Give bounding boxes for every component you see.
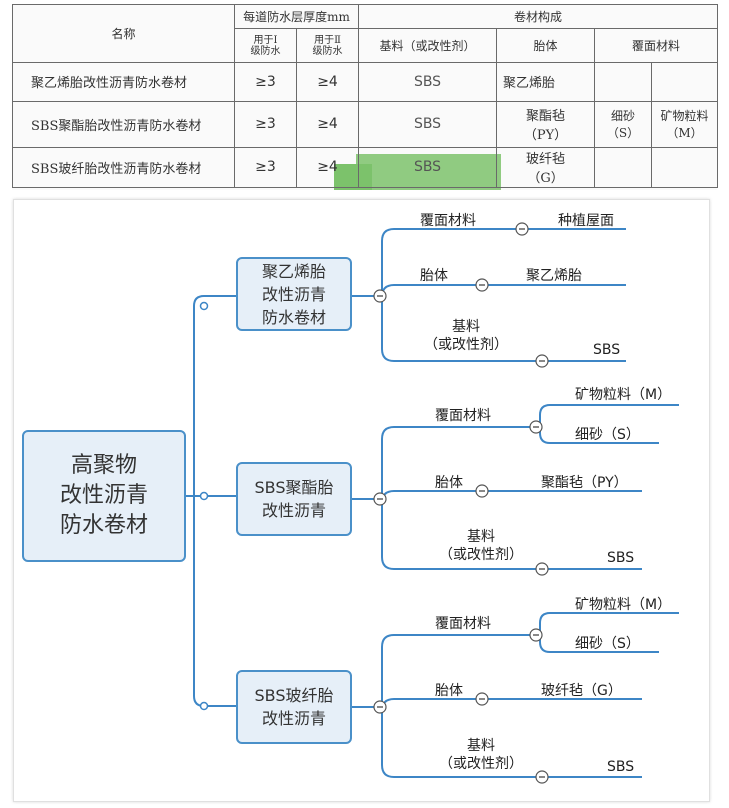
base-label: 基料 （或改性剂） xyxy=(439,738,523,772)
collapse-toggle-icon[interactable] xyxy=(373,289,387,303)
base-label: 基料 （或改性剂） xyxy=(424,319,508,353)
collapse-toggle-icon[interactable] xyxy=(373,700,387,714)
cover-value-m: 矿物粒料（M） xyxy=(575,387,672,403)
connector-line xyxy=(381,499,642,570)
table-row: SBS玻纤胎改性沥青防水卷材 ≥3 ≥4 SBS 玻纤毡 （G） xyxy=(12,146,719,189)
collapse-toggle-icon[interactable] xyxy=(529,628,543,642)
row-cover2 xyxy=(651,146,719,189)
spec-table-image: 名称 每道防水层厚度mm 卷材构成 用于Ⅰ 级防水 用于Ⅱ 级防水 基料（或改性… xyxy=(12,3,719,190)
connector-line xyxy=(193,306,236,707)
header-cover: 覆面材料 xyxy=(594,28,719,64)
header-grade1: 用于Ⅰ 级防水 xyxy=(234,28,297,64)
table-row: SBS聚酯胎改性沥青防水卷材 ≥3 ≥4 SBS 聚酯毡 （PY） 细砂 （S）… xyxy=(12,100,719,148)
cover-label: 覆面材料 xyxy=(435,408,491,424)
carrier-value: 聚酯毡（PY） xyxy=(541,475,628,491)
branch-node-polyethylene[interactable]: 聚乙烯胎 改性沥青 防水卷材 xyxy=(236,257,352,331)
connector-line xyxy=(539,404,679,427)
cover-value-m: 矿物粒料（M） xyxy=(575,597,672,613)
row-base: SBS xyxy=(358,146,498,189)
root-label: 高聚物 改性沥青 防水卷材 xyxy=(59,453,148,538)
row-cover1: 细砂 （S） xyxy=(594,100,653,148)
connector-line xyxy=(539,635,659,653)
cover-value: 种植屋面 xyxy=(558,213,614,229)
root-connector-dot xyxy=(199,301,209,311)
connector-line xyxy=(381,634,532,707)
collapse-toggle-icon[interactable] xyxy=(515,222,529,236)
row-base: SBS xyxy=(358,62,498,102)
spec-table: 名称 每道防水层厚度mm 卷材构成 用于Ⅰ 级防水 用于Ⅱ 级防水 基料（或改性… xyxy=(12,3,719,189)
cover-value-s: 细砂（S） xyxy=(575,636,640,652)
row-g1: ≥3 xyxy=(234,62,297,102)
collapse-toggle-icon[interactable] xyxy=(535,770,549,784)
connector-line xyxy=(381,228,626,296)
mindmap-connectors xyxy=(186,222,679,784)
header-thickness: 每道防水层厚度mm xyxy=(233,3,360,30)
row-cover2 xyxy=(651,62,719,102)
row-cover2: 矿物粒料 （M） xyxy=(651,100,719,148)
row-carrier: 玻纤毡 （G） xyxy=(496,146,596,189)
row-carrier: 聚乙烯胎 xyxy=(496,62,596,102)
carrier-label: 胎体 xyxy=(420,268,448,284)
collapse-toggle-icon[interactable] xyxy=(529,420,543,434)
row-g2: ≥4 xyxy=(295,62,360,102)
header-composition: 卷材构成 xyxy=(358,3,719,30)
connector-line xyxy=(381,284,626,298)
base-value: SBS xyxy=(607,759,635,775)
connector-line xyxy=(381,490,642,504)
base-label: 基料 （或改性剂） xyxy=(439,529,523,563)
root-connector-dot xyxy=(199,491,209,501)
carrier-label: 胎体 xyxy=(435,475,463,491)
collapse-toggle-icon[interactable] xyxy=(535,562,549,576)
cover-value-s: 细砂（S） xyxy=(575,427,640,443)
row-g1: ≥3 xyxy=(234,100,297,148)
header-grade2: 用于Ⅱ 级防水 xyxy=(295,28,360,64)
cover-label: 覆面材料 xyxy=(435,616,491,632)
connector-line xyxy=(193,295,236,307)
carrier-label: 胎体 xyxy=(435,683,463,699)
root-node[interactable]: 高聚物 改性沥青 防水卷材 xyxy=(22,430,186,562)
connector-line xyxy=(381,698,642,712)
carrier-value: 聚乙烯胎 xyxy=(526,268,582,284)
base-value: SBS xyxy=(593,342,621,358)
collapse-toggle-icon[interactable] xyxy=(535,354,549,368)
collapse-toggle-icon[interactable] xyxy=(373,492,387,506)
header-base: 基料（或改性剂） xyxy=(358,28,498,64)
connector-line xyxy=(539,612,679,635)
carrier-value: 玻纤毡（G） xyxy=(541,683,622,699)
base-value: SBS xyxy=(607,550,635,566)
row-name: SBS聚酯胎改性沥青防水卷材 xyxy=(12,100,235,148)
connector-line xyxy=(381,426,532,499)
row-cover1 xyxy=(594,146,653,189)
header-name: 名称 xyxy=(12,3,235,64)
row-g2: ≥4 xyxy=(295,146,360,189)
row-carrier: 聚酯毡 （PY） xyxy=(496,100,596,148)
table-row: 聚乙烯胎改性沥青防水卷材 ≥3 ≥4 SBS 聚乙烯胎 xyxy=(12,62,719,102)
branch-node-polyester[interactable]: SBS聚酯胎 改性沥青 xyxy=(236,462,352,536)
connector-line xyxy=(381,296,626,362)
collapse-toggle-icon[interactable] xyxy=(475,484,489,498)
collapse-toggle-icon[interactable] xyxy=(475,278,489,292)
row-name: 聚乙烯胎改性沥青防水卷材 xyxy=(12,62,235,102)
branch-label: SBS玻纤胎 改性沥青 xyxy=(254,686,334,728)
branch-label: SBS聚酯胎 改性沥青 xyxy=(254,478,334,520)
mindmap: 高聚物 改性沥青 防水卷材 聚乙烯胎 改性沥青 防水卷材 覆面材料 种植屋面 胎… xyxy=(13,199,710,802)
row-g1: ≥3 xyxy=(234,146,297,189)
row-g2: ≥4 xyxy=(295,100,360,148)
connector-line xyxy=(539,427,659,444)
root-connector-dot xyxy=(199,701,209,711)
header-carrier: 胎体 xyxy=(496,28,596,64)
branch-node-glassfiber[interactable]: SBS玻纤胎 改性沥青 xyxy=(236,670,352,744)
branch-label: 聚乙烯胎 改性沥青 防水卷材 xyxy=(261,261,326,327)
collapse-toggle-icon[interactable] xyxy=(475,692,489,706)
row-base: SBS xyxy=(358,100,498,148)
cover-label: 覆面材料 xyxy=(420,213,476,229)
connector-line xyxy=(381,707,642,778)
row-cover1 xyxy=(594,62,653,102)
row-name: SBS玻纤胎改性沥青防水卷材 xyxy=(12,146,235,189)
